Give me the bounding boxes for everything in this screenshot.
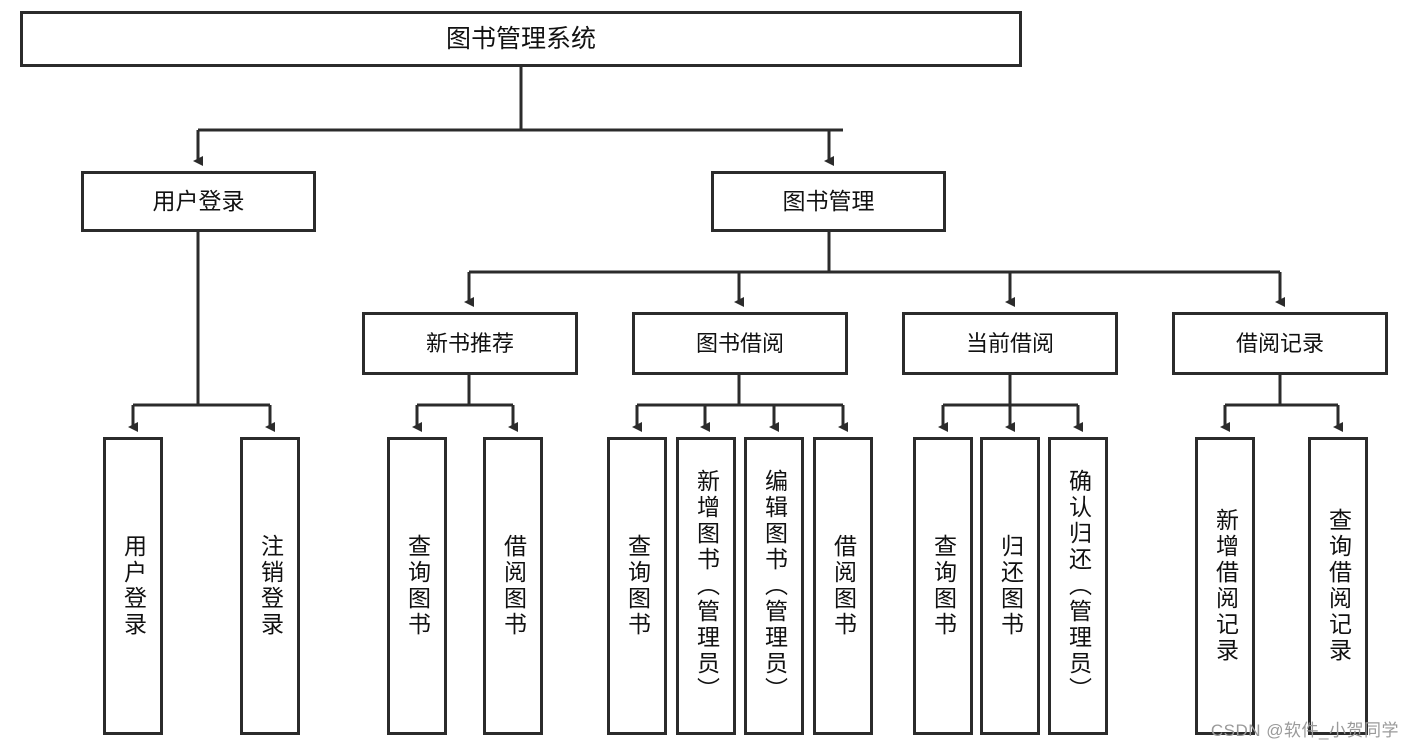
node-label: 图书借阅 bbox=[695, 330, 784, 356]
leaf-user-login-login[interactable]: 用户登录 bbox=[103, 437, 163, 735]
node-label: 图书管理系统 bbox=[445, 24, 596, 53]
node-label: 新增借阅记录 bbox=[1212, 508, 1239, 664]
node-label: 查询图书 bbox=[624, 534, 651, 638]
node-current-borrow[interactable]: 当前借阅 bbox=[902, 312, 1118, 375]
node-label: 借阅图书 bbox=[830, 534, 857, 638]
watermark-text: CSDN @软件_小贺同学 bbox=[1210, 721, 1399, 740]
node-label: 确认归还（管理员） bbox=[1065, 469, 1092, 703]
leaf-book-borrow-add-book-admin[interactable]: 新增图书（管理员） bbox=[676, 437, 736, 735]
leaf-new-book-query-book[interactable]: 查询图书 bbox=[387, 437, 447, 735]
node-label: 查询图书 bbox=[404, 534, 431, 638]
node-book-management[interactable]: 图书管理 bbox=[711, 171, 946, 232]
leaf-current-borrow-return-book[interactable]: 归还图书 bbox=[980, 437, 1040, 735]
node-label: 借阅图书 bbox=[500, 534, 527, 638]
leaf-new-book-borrow-book[interactable]: 借阅图书 bbox=[483, 437, 543, 735]
leaf-user-login-logout[interactable]: 注销登录 bbox=[240, 437, 300, 735]
node-label: 新增图书（管理员） bbox=[693, 469, 720, 703]
node-label: 当前借阅 bbox=[965, 330, 1054, 356]
node-label: 查询图书 bbox=[930, 534, 957, 638]
leaf-current-borrow-query-book[interactable]: 查询图书 bbox=[913, 437, 973, 735]
leaf-book-borrow-edit-book-admin[interactable]: 编辑图书（管理员） bbox=[744, 437, 804, 735]
node-label: 借阅记录 bbox=[1235, 330, 1324, 356]
node-new-book-recommend[interactable]: 新书推荐 bbox=[362, 312, 578, 375]
leaf-book-borrow-borrow-book[interactable]: 借阅图书 bbox=[813, 437, 873, 735]
node-label: 图书管理 bbox=[782, 188, 875, 215]
leaf-book-borrow-query-book[interactable]: 查询图书 bbox=[607, 437, 667, 735]
node-book-borrow[interactable]: 图书借阅 bbox=[632, 312, 848, 375]
node-label: 用户登录 bbox=[120, 534, 147, 638]
node-label: 查询借阅记录 bbox=[1325, 508, 1352, 664]
leaf-current-borrow-confirm-return-admin[interactable]: 确认归还（管理员） bbox=[1048, 437, 1108, 735]
node-label: 编辑图书（管理员） bbox=[761, 469, 788, 703]
node-user-login[interactable]: 用户登录 bbox=[81, 171, 316, 232]
node-label: 用户登录 bbox=[152, 188, 245, 215]
node-root-book-management-system[interactable]: 图书管理系统 bbox=[20, 11, 1022, 67]
node-label: 注销登录 bbox=[257, 534, 284, 638]
node-borrow-record[interactable]: 借阅记录 bbox=[1172, 312, 1388, 375]
leaf-borrow-record-query-record[interactable]: 查询借阅记录 bbox=[1308, 437, 1368, 735]
node-label: 新书推荐 bbox=[425, 330, 514, 356]
leaf-borrow-record-add-record[interactable]: 新增借阅记录 bbox=[1195, 437, 1255, 735]
node-label: 归还图书 bbox=[997, 534, 1024, 638]
